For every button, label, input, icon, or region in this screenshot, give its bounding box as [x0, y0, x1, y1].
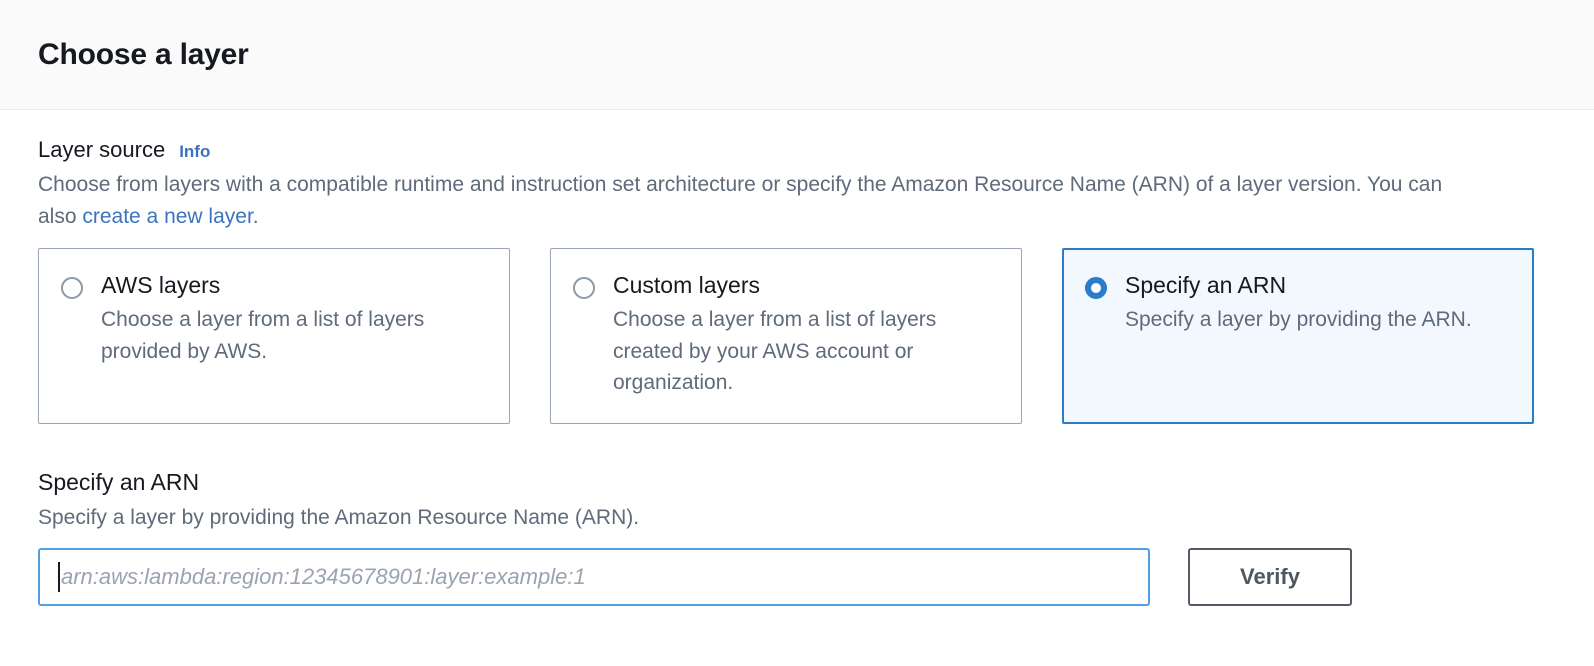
- info-link[interactable]: Info: [179, 142, 211, 161]
- layer-source-label: Layer source: [38, 137, 166, 162]
- radio-icon-checked[interactable]: [1085, 277, 1107, 300]
- panel-header: Choose a layer: [0, 0, 1594, 110]
- layer-source-option-specify-an-arn[interactable]: Specify an ARN Specify a layer by provid…: [1062, 248, 1534, 425]
- layer-source-description: Choose from layers with a compatible run…: [38, 169, 1478, 233]
- layer-source-option-text: AWS layers Choose a layer from a list of…: [101, 271, 485, 367]
- option-description: Specify a layer by providing the ARN.: [1125, 308, 1472, 332]
- layer-source-option-text: Custom layers Choose a layer from a list…: [613, 271, 997, 398]
- layer-source-option-custom-layers[interactable]: Custom layers Choose a layer from a list…: [550, 248, 1022, 425]
- panel-body: Layer source Info Choose from layers wit…: [0, 110, 1594, 606]
- option-title: Specify an ARN: [1125, 272, 1287, 299]
- page-title: Choose a layer: [38, 37, 249, 71]
- radio-icon-unchecked[interactable]: [573, 277, 595, 300]
- arn-input-row: Verify: [38, 547, 1556, 606]
- create-a-new-layer-link[interactable]: create a new layer: [82, 204, 253, 228]
- verify-button[interactable]: Verify: [1188, 547, 1352, 606]
- option-description: Choose a layer from a list of layers pro…: [101, 308, 425, 363]
- option-title: AWS layers: [101, 272, 221, 299]
- layer-source-label-row: Layer source Info: [38, 136, 1556, 165]
- layer-source-description-text-1: Choose from layers with a compatible run…: [38, 172, 1443, 228]
- layer-source-description-text-2: .: [252, 204, 259, 228]
- layer-source-options: AWS layers Choose a layer from a list of…: [38, 248, 1556, 425]
- arn-input[interactable]: [61, 549, 1134, 604]
- text-caret: [58, 561, 60, 592]
- option-description: Choose a layer from a list of layers cre…: [613, 308, 937, 395]
- layer-source-option-text: Specify an ARN Specify a layer by provid…: [1125, 271, 1509, 335]
- layer-source-option-aws-layers[interactable]: AWS layers Choose a layer from a list of…: [38, 248, 510, 425]
- option-title: Custom layers: [613, 272, 760, 299]
- arn-input-container[interactable]: [38, 547, 1150, 606]
- specify-arn-heading: Specify an ARN: [38, 469, 200, 496]
- radio-icon-unchecked[interactable]: [61, 277, 83, 300]
- specify-arn-description: Specify a layer by providing the Amazon …: [38, 506, 640, 530]
